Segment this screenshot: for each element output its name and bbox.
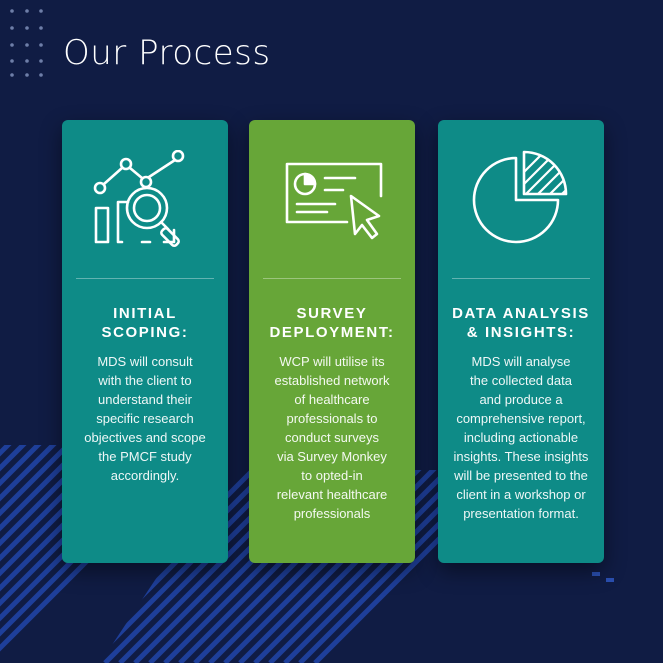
card-title: DATA ANALYSIS & INSIGHTS: (452, 305, 590, 341)
page-title: Our Process (63, 33, 271, 73)
process-card-survey-deployment: SURVEY DEPLOYMENT: WCP will utilise its … (249, 120, 415, 563)
card-body: MDS will analyse the collected data and … (453, 354, 589, 521)
card-divider (452, 278, 590, 279)
card-title: INITIAL SCOPING: (101, 305, 189, 341)
process-card-data-analysis: DATA ANALYSIS & INSIGHTS: MDS will analy… (438, 120, 604, 563)
pie-chart-icon (438, 150, 604, 260)
process-card-initial-scoping: INITIAL SCOPING: MDS will consult with t… (62, 120, 228, 563)
card-body: MDS will consult with the client to unde… (84, 354, 206, 483)
card-divider (76, 278, 214, 279)
dot-grid-decoration (10, 9, 43, 77)
card-title: SURVEY DEPLOYMENT: (269, 305, 395, 341)
survey-screen-cursor-icon (249, 150, 415, 260)
card-divider (263, 278, 401, 279)
card-body: WCP will utilise its established network… (274, 354, 390, 521)
analytics-magnifier-icon (62, 150, 228, 260)
